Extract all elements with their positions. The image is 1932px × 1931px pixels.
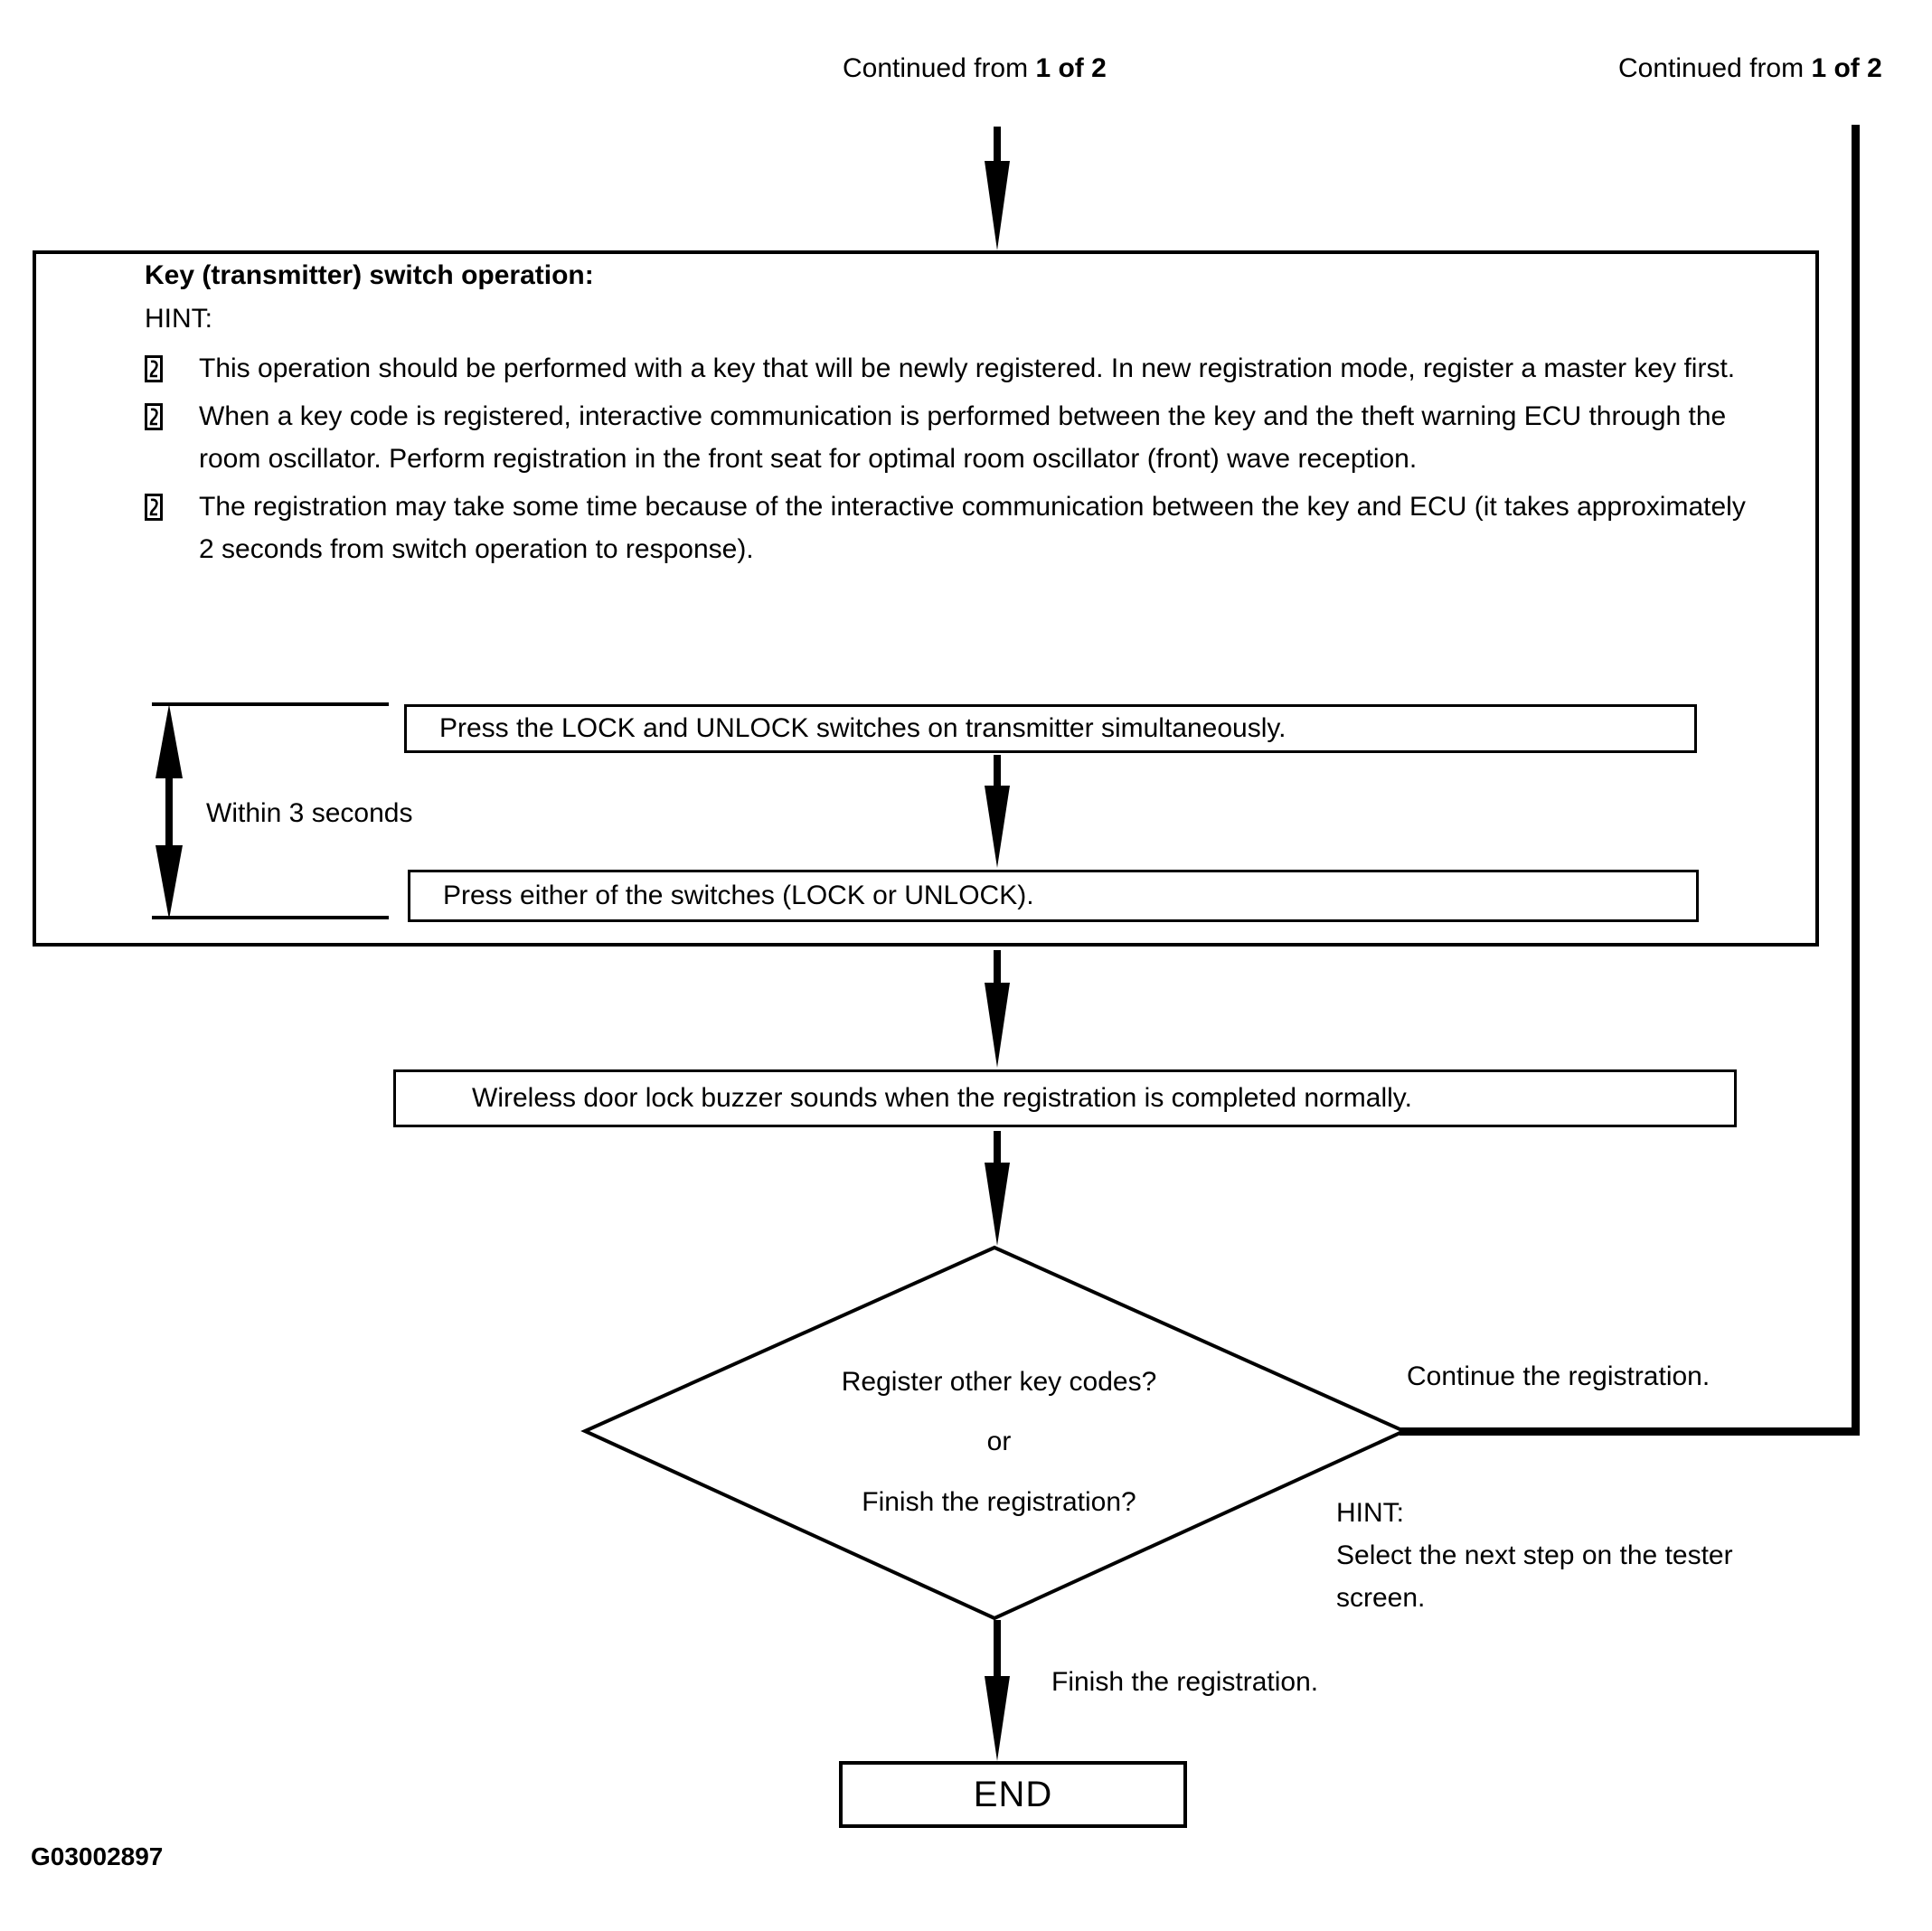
continued-from-center-page-ref: 1 of 2 xyxy=(1035,53,1107,83)
end-label: END xyxy=(973,1774,1053,1814)
tofu-bullet-icon xyxy=(145,494,163,521)
process-box-press-either: Press either of the switches (LOCK or UN… xyxy=(408,870,1699,922)
continued-from-center-label: Continued from 1 of 2 xyxy=(843,52,1107,85)
hint-bullet-list: This operation should be performed with … xyxy=(145,347,1772,576)
timing-tick-top xyxy=(152,702,389,706)
tofu-bullet-icon xyxy=(145,355,163,382)
continue-branch-label: Continue the registration. xyxy=(1407,1361,1711,1391)
continued-from-right-prefix: Continued from xyxy=(1618,53,1812,83)
process-box-press-both: Press the LOCK and UNLOCK switches on tr… xyxy=(404,704,1697,753)
panel-title: Key (transmitter) switch operation: xyxy=(145,260,594,290)
continued-from-right-page-ref: 1 of 2 xyxy=(1811,53,1882,83)
process-text: Press the LOCK and UNLOCK switches on tr… xyxy=(439,713,1286,743)
figure-id: G03002897 xyxy=(31,1842,164,1870)
continued-from-center-prefix: Continued from xyxy=(843,53,1036,83)
bullet-text: This operation should be performed with … xyxy=(199,353,1736,383)
flow-arrow-to-end xyxy=(985,1620,1010,1761)
decision-question-line2: Finish the registration? xyxy=(862,1487,1136,1517)
decision-diamond xyxy=(580,1245,1409,1621)
list-item: This operation should be performed with … xyxy=(145,347,1772,390)
flow-arrow-between-presses xyxy=(985,755,1010,868)
tester-hint-block: HINT: Select the next step on the tester… xyxy=(1336,1492,1779,1619)
timing-double-arrow xyxy=(156,704,183,919)
tester-hint-label: HINT: xyxy=(1336,1498,1404,1528)
continuation-line-vertical xyxy=(1852,125,1860,1436)
flow-arrow-to-buzzer xyxy=(985,950,1010,1068)
timing-label: Within 3 seconds xyxy=(206,798,413,828)
panel-hint-label: HINT: xyxy=(145,304,212,334)
flow-arrow-to-decision xyxy=(985,1131,1010,1246)
process-text: Wireless door lock buzzer sounds when th… xyxy=(472,1083,1412,1113)
terminator-end: END xyxy=(839,1761,1187,1828)
tester-hint-text: Select the next step on the tester scree… xyxy=(1336,1540,1733,1613)
process-text: Press either of the switches (LOCK or UN… xyxy=(443,881,1034,910)
process-box-buzzer: Wireless door lock buzzer sounds when th… xyxy=(393,1069,1737,1127)
list-item: When a key code is registered, interacti… xyxy=(145,395,1772,480)
continuation-line-horizontal xyxy=(1400,1427,1860,1436)
decision-question-line1: Register other key codes? xyxy=(841,1367,1157,1397)
flow-arrow-entry xyxy=(985,127,1010,250)
continued-from-right-label: Continued from 1 of 2 xyxy=(1618,52,1882,85)
key-switch-operation-panel xyxy=(33,250,1819,947)
tofu-bullet-icon xyxy=(145,403,163,430)
finish-branch-label: Finish the registration. xyxy=(1051,1667,1319,1697)
timing-tick-bottom xyxy=(152,916,389,919)
list-item: The registration may take some time beca… xyxy=(145,485,1772,570)
decision-or: or xyxy=(986,1427,1012,1456)
bullet-text: When a key code is registered, interacti… xyxy=(199,401,1727,474)
bullet-text: The registration may take some time beca… xyxy=(199,492,1746,564)
